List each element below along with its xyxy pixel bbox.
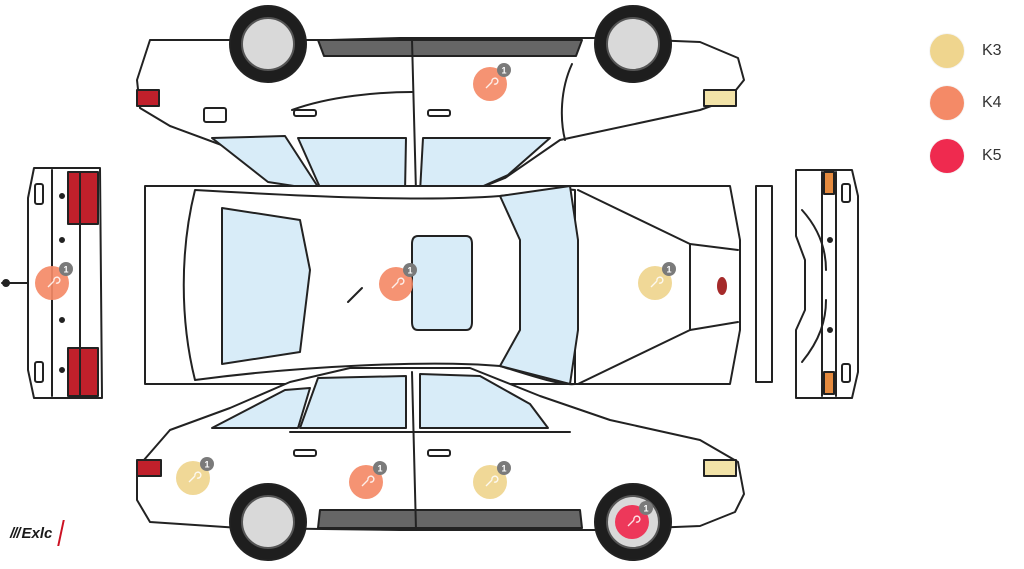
damage-count-text: 1 [407,266,412,276]
logo-slashes-icon: /// [10,524,20,542]
damage-photo-icon [361,475,375,487]
damage-photo-icon [391,277,405,289]
damage-marker-hood[interactable]: 1 [638,262,676,300]
damage-count-badge [662,262,676,276]
top-sunroof [411,235,473,331]
legend-label-k5: K5 [982,147,1002,164]
damage-count-badge [200,457,214,471]
front-head-light-top [823,171,835,195]
front-body [795,169,859,399]
top-roof-outline [182,188,576,386]
damage-photo-icon [485,77,499,89]
damage-photo-icon [188,471,202,483]
damage-marker-roof-side[interactable]: 1 [473,63,511,101]
right-side-rocker [317,509,583,529]
legend-item-k5[interactable]: K5 [930,138,1002,174]
damage-markers: 1 1 1 1 1 1 1 1 [35,63,676,539]
right-side-head-light [703,459,737,477]
damage-count-text: 1 [666,265,671,275]
left-side-rocker [317,39,583,57]
damage-count-text: 1 [204,460,209,470]
damage-photo-icon [627,515,641,527]
left-side-wheel-front [594,5,672,83]
damage-photo-icon [650,276,664,288]
top-windshield [499,185,579,385]
damage-marker-front-door[interactable]: 1 [473,461,511,499]
car-top-view [144,185,741,386]
damage-count-badge [639,501,653,515]
front-bumper-edge [755,185,773,383]
damage-photo-icon [47,276,61,288]
left-side-wheel-rear [229,5,307,83]
damage-count-text: 1 [377,464,382,474]
damage-count-badge [497,461,511,475]
left-side-window-front [419,137,551,193]
left-side-tail-light [136,89,160,107]
rear-tail-light-top [67,171,99,225]
legend-swatch-k4 [930,86,964,120]
right-side-window-front [419,373,549,429]
legend-item-k3[interactable]: K3 [930,33,1002,69]
brand-logo: /// Exlc [10,520,66,546]
legend-swatch-k3 [930,34,964,68]
right-side-window-mid [299,375,407,429]
damage-count-badge [59,262,73,276]
logo-text: Exlc [21,524,53,542]
car-left-side-view [136,5,745,193]
damage-count-badge [373,461,387,475]
left-side-head-light [703,89,737,107]
damage-marker-roof[interactable]: 1 [379,263,417,301]
rear-tail-light-bottom [67,347,99,397]
car-right-side-view [136,367,745,561]
front-head-light-bottom [823,371,835,395]
damage-photo-icon [485,475,499,487]
damage-count-text: 1 [63,265,68,275]
damage-count-badge [403,263,417,277]
legend-swatch-k5 [930,139,964,173]
top-rear-window [221,207,311,365]
legend-label-k3: K3 [982,42,1002,59]
damage-count-text: 1 [501,66,506,76]
right-side-tail-light [136,459,162,477]
damage-marker-rear-quarter[interactable]: 1 [176,457,214,495]
damage-marker-front-wheel[interactable]: 1 [615,501,653,539]
legend-item-k4[interactable]: K4 [930,85,1002,121]
car-front-view [795,169,859,399]
right-side-window-rear [211,387,311,429]
top-hood-ornament [717,277,727,295]
damage-count-badge [497,63,511,77]
legend-label-k4: K4 [982,94,1002,111]
damage-marker-rear-bumper[interactable]: 1 [35,262,73,300]
damage-marker-rear-door[interactable]: 1 [349,461,387,499]
damage-count-text: 1 [501,464,506,474]
damage-count-text: 1 [643,504,648,514]
right-side-wheel-rear [229,483,307,561]
